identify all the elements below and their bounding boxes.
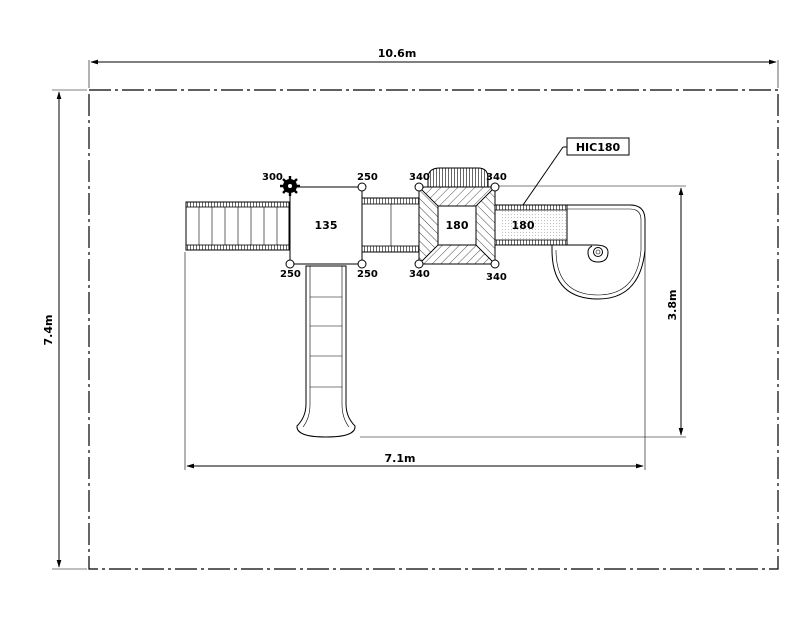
post-mid-bottom-left xyxy=(414,259,424,269)
middle-deck-height-label: 180 xyxy=(446,219,469,232)
overall-width-dimension: 10.6m xyxy=(88,47,779,88)
post-mid-top-right xyxy=(490,182,500,192)
overall-depth-dimension: 7.4m xyxy=(42,89,87,570)
post-label-mid-bottom-right: 340 xyxy=(486,272,507,283)
middle-bridge xyxy=(361,197,420,253)
structure-depth-label: 3.8m xyxy=(666,290,679,321)
post-mid-bottom-right xyxy=(490,259,500,269)
steering-wheel-icon xyxy=(280,176,300,196)
post-label-left-top-right: 250 xyxy=(357,172,378,183)
overall-width-label: 10.6m xyxy=(378,47,417,60)
right-deck-height-label: 180 xyxy=(512,219,535,232)
structure-depth-dimension: 3.8m xyxy=(360,185,686,438)
post-label-mid-top-left: 340 xyxy=(409,172,430,183)
hic-callout-label: HIC180 xyxy=(576,141,621,154)
post-label-mid-top-right: 340 xyxy=(486,172,507,183)
structure-width-label: 7.1m xyxy=(385,452,416,465)
spiral-slide xyxy=(551,204,646,300)
post-label-left-top-left: 300 xyxy=(262,172,283,183)
post-left-bottom-left xyxy=(285,259,295,269)
left-deck xyxy=(289,186,363,265)
post-left-top-right xyxy=(357,182,367,192)
post-label-left-bottom-right: 250 xyxy=(357,269,378,280)
hic-callout: HIC180 xyxy=(522,137,630,206)
post-mid-top-left xyxy=(414,182,424,192)
post-label-left-bottom-left: 250 xyxy=(280,269,301,280)
left-ladder-bridge xyxy=(185,201,290,251)
safety-zone-boundary xyxy=(88,89,779,570)
right-platform xyxy=(494,204,568,246)
post-left-bottom-right xyxy=(357,259,367,269)
overall-depth-label: 7.4m xyxy=(42,315,55,346)
post-label-mid-bottom-left: 340 xyxy=(409,269,430,280)
left-deck-height-label: 135 xyxy=(315,219,338,232)
straight-slide xyxy=(296,265,356,438)
canopy-roof xyxy=(427,167,489,188)
structure-width-dimension: 7.1m xyxy=(184,225,646,470)
central-tower xyxy=(418,186,496,265)
